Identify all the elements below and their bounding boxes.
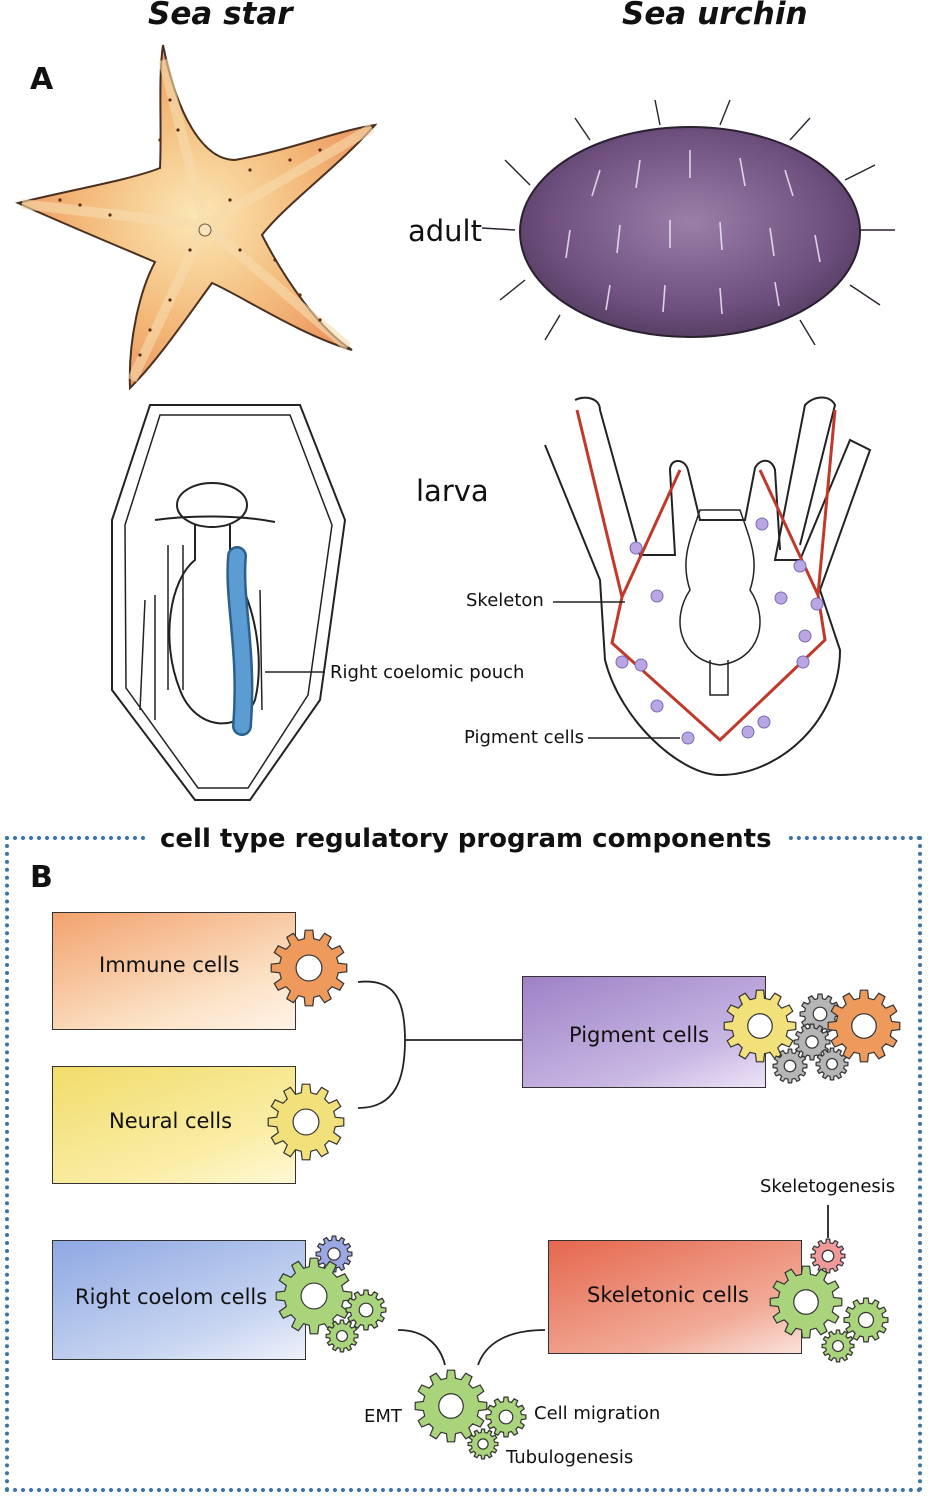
cell-type-label-skeletonic: Skeletonic cells xyxy=(587,1283,749,1307)
stage-label-larva: larva xyxy=(416,474,489,508)
stage-label-adult: adult xyxy=(408,214,482,248)
callout-pigment-cells: Pigment cells xyxy=(464,727,585,748)
gear-pigment-grey-3-icon xyxy=(772,1048,808,1084)
cell-type-box-skeletonic: Skeletonic cells xyxy=(548,1240,802,1354)
cell-type-box-immune: Immune cells xyxy=(52,912,296,1030)
gear-pigment-yellow-icon xyxy=(723,989,797,1063)
connector-immune-neural xyxy=(357,980,406,1109)
gear-pigment-orange-icon xyxy=(827,989,901,1063)
module-label-cell-migration: Cell migration xyxy=(534,1403,661,1424)
gear-coelom-green-2-icon xyxy=(345,1289,387,1331)
gear-neural-icon xyxy=(267,1083,345,1161)
panel-a-illustrations xyxy=(14,44,895,801)
cell-type-label-immune: Immune cells xyxy=(99,953,240,977)
sea-star-larva xyxy=(111,404,347,801)
sea-urchin-larva xyxy=(544,396,872,777)
cell-type-box-neural: Neural cells xyxy=(52,1066,296,1184)
cell-type-box-right-coelom: Right coelom cells xyxy=(52,1240,306,1360)
gear-skeletonic-green-3-icon xyxy=(821,1329,855,1363)
cell-type-label-pigment: Pigment cells xyxy=(569,1023,710,1047)
panel-b-title: cell type regulatory program components xyxy=(146,824,786,854)
gear-immune-icon xyxy=(270,929,348,1007)
module-label-emt: EMT xyxy=(364,1406,402,1427)
gear-skeletonic-green-2-icon xyxy=(843,1297,889,1343)
gear-skeletogenesis-pink-icon xyxy=(810,1238,846,1274)
callout-right-coelomic-pouch: Right coelomic pouch xyxy=(330,662,525,683)
cell-type-label-neural: Neural cells xyxy=(109,1109,233,1133)
panel-b-letter: B xyxy=(30,860,53,895)
gear-pigment-grey-4-icon xyxy=(815,1047,849,1081)
gear-coelom-blue-icon xyxy=(315,1235,353,1273)
gear-skeletonic-green-1-icon xyxy=(769,1265,843,1339)
connector-skeletonic-to-shared xyxy=(477,1329,546,1366)
module-label-skeletogenesis: Skeletogenesis xyxy=(760,1176,896,1197)
gear-emt-icon xyxy=(414,1369,488,1443)
module-label-tubulogenesis: Tubulogenesis xyxy=(506,1447,634,1468)
sea-star-adult xyxy=(14,44,378,391)
gear-cell-migration-icon xyxy=(485,1396,527,1438)
callout-skeleton: Skeleton xyxy=(466,590,544,611)
panel-a-letter: A xyxy=(30,62,54,97)
species-label-sea-urchin: Sea urchin xyxy=(622,0,808,32)
species-label-sea-star: Sea star xyxy=(148,0,293,32)
connector-right-coelom-to-shared xyxy=(397,1329,446,1366)
gear-tubulogenesis-icon xyxy=(467,1428,499,1460)
gear-coelom-green-3-icon xyxy=(325,1319,359,1353)
sea-urchin-adult xyxy=(481,99,895,346)
cell-type-label-right-coelom: Right coelom cells xyxy=(75,1285,268,1309)
